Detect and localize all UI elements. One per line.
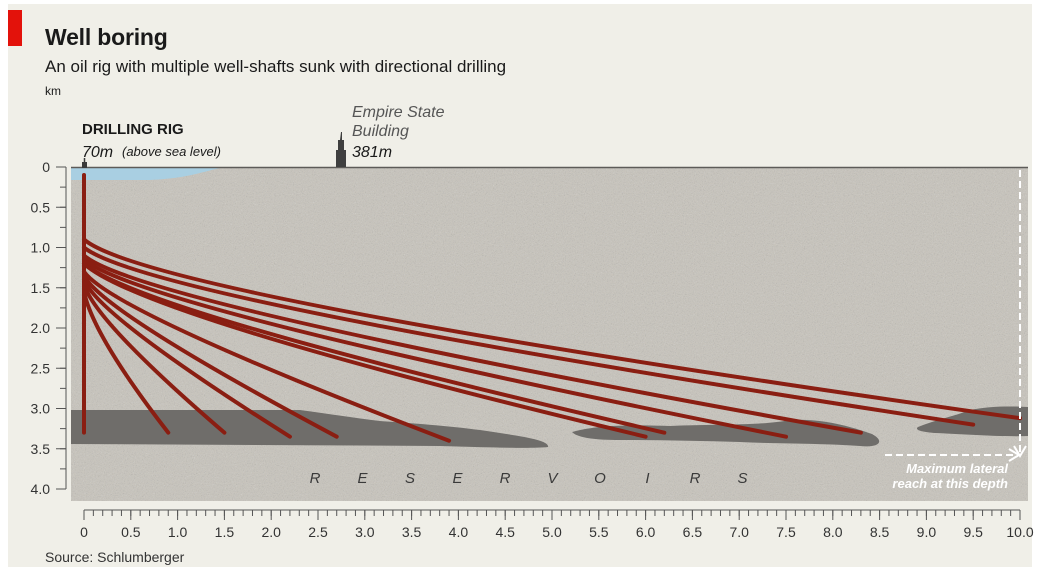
rig-label: DRILLING RIG [82, 121, 184, 138]
reservoir-letter: R [500, 470, 511, 487]
max-reach-label-line2: reach at this depth [892, 476, 1008, 491]
x-tick-label: 3.5 [402, 524, 422, 540]
x-tick-label: 7.0 [729, 524, 749, 540]
max-reach-label-line1: Maximum lateral [906, 461, 1008, 476]
source-note: Source: Schlumberger [45, 549, 185, 565]
x-tick-label: 5.0 [542, 524, 562, 540]
reservoir-letter: I [645, 470, 649, 487]
x-tick-label: 10.0 [1006, 524, 1033, 540]
x-tick-label: 7.5 [776, 524, 796, 540]
well-path [82, 253, 863, 435]
well-path [82, 237, 1022, 421]
x-tick-label: 3.0 [355, 524, 375, 540]
y-axis: 0 0.5 1.0 1.5 2.0 2.5 3.0 3.5 4.0 [31, 159, 67, 497]
x-tick-label: 8.5 [870, 524, 890, 540]
well-path [82, 269, 452, 443]
unit-label: km [45, 84, 61, 98]
x-tick-label: 2.0 [261, 524, 281, 540]
reservoir-letter: E [357, 470, 368, 487]
reservoir-letter: O [594, 470, 606, 487]
x-tick-label: 1.5 [215, 524, 235, 540]
y-tick-label: 0.5 [31, 199, 51, 215]
well-path [82, 289, 171, 435]
x-tick-label: 8.0 [823, 524, 843, 540]
building-label-line2: Building [352, 123, 409, 140]
y-tick-label: 0 [42, 159, 50, 175]
drilling-rig-icon [82, 158, 87, 168]
x-tick-label: 4.0 [449, 524, 469, 540]
x-tick-label: 0.5 [121, 524, 141, 540]
y-tick-label: 2.0 [31, 320, 51, 336]
sea-water [71, 167, 225, 180]
max-reach-marker [885, 170, 1027, 462]
y-tick-label: 3.0 [31, 401, 51, 417]
y-tick-label: 1.0 [31, 240, 51, 256]
rock-ground [71, 167, 1028, 501]
reservoir-letter: R [690, 470, 701, 487]
reservoir-letter: S [737, 470, 747, 487]
chart-subtitle: An oil rig with multiple well-shafts sun… [45, 57, 507, 76]
reservoir-shape [572, 419, 880, 447]
chart-title: Well boring [45, 24, 168, 50]
x-tick-label: 9.0 [917, 524, 937, 540]
building-height: 381m [352, 144, 392, 161]
brand-accent-bar [8, 10, 22, 46]
x-tick-label: 0 [80, 524, 88, 540]
rig-height: 70m [82, 144, 113, 161]
building-label-line1: Empire State [352, 104, 445, 121]
x-tick-label: 1.0 [168, 524, 188, 540]
x-tick-label: 9.5 [963, 524, 983, 540]
reservoir-shape [71, 410, 549, 448]
x-tick-label: 6.5 [683, 524, 703, 540]
x-tick-label: 5.5 [589, 524, 609, 540]
y-tick-label: 2.5 [31, 360, 51, 376]
well-shafts [82, 173, 1022, 443]
well-path [82, 281, 227, 435]
well-path [82, 277, 292, 439]
well-path [82, 245, 976, 427]
x-tick-label: 6.0 [636, 524, 656, 540]
well-path [82, 273, 339, 439]
empire-state-building-icon [336, 132, 346, 167]
reservoir-letter: S [405, 470, 415, 487]
x-tick-label: 2.5 [308, 524, 328, 540]
rig-note: (above sea level) [122, 144, 221, 159]
well-path [82, 261, 667, 435]
y-tick-label: 3.5 [31, 441, 51, 457]
well-path [82, 257, 788, 439]
y-tick-label: 1.5 [31, 280, 51, 296]
y-tick-label: 4.0 [31, 481, 51, 497]
reservoir-letter: E [452, 470, 463, 487]
x-tick-label: 4.5 [495, 524, 515, 540]
reservoir-letter: V [547, 470, 559, 487]
x-axis: 0 0.5 1.0 1.5 2.0 2.5 3.0 3.5 4.0 4.5 5.0 5.5 6.0 6.5… [80, 509, 1034, 540]
reservoir-letter: R [310, 470, 321, 487]
